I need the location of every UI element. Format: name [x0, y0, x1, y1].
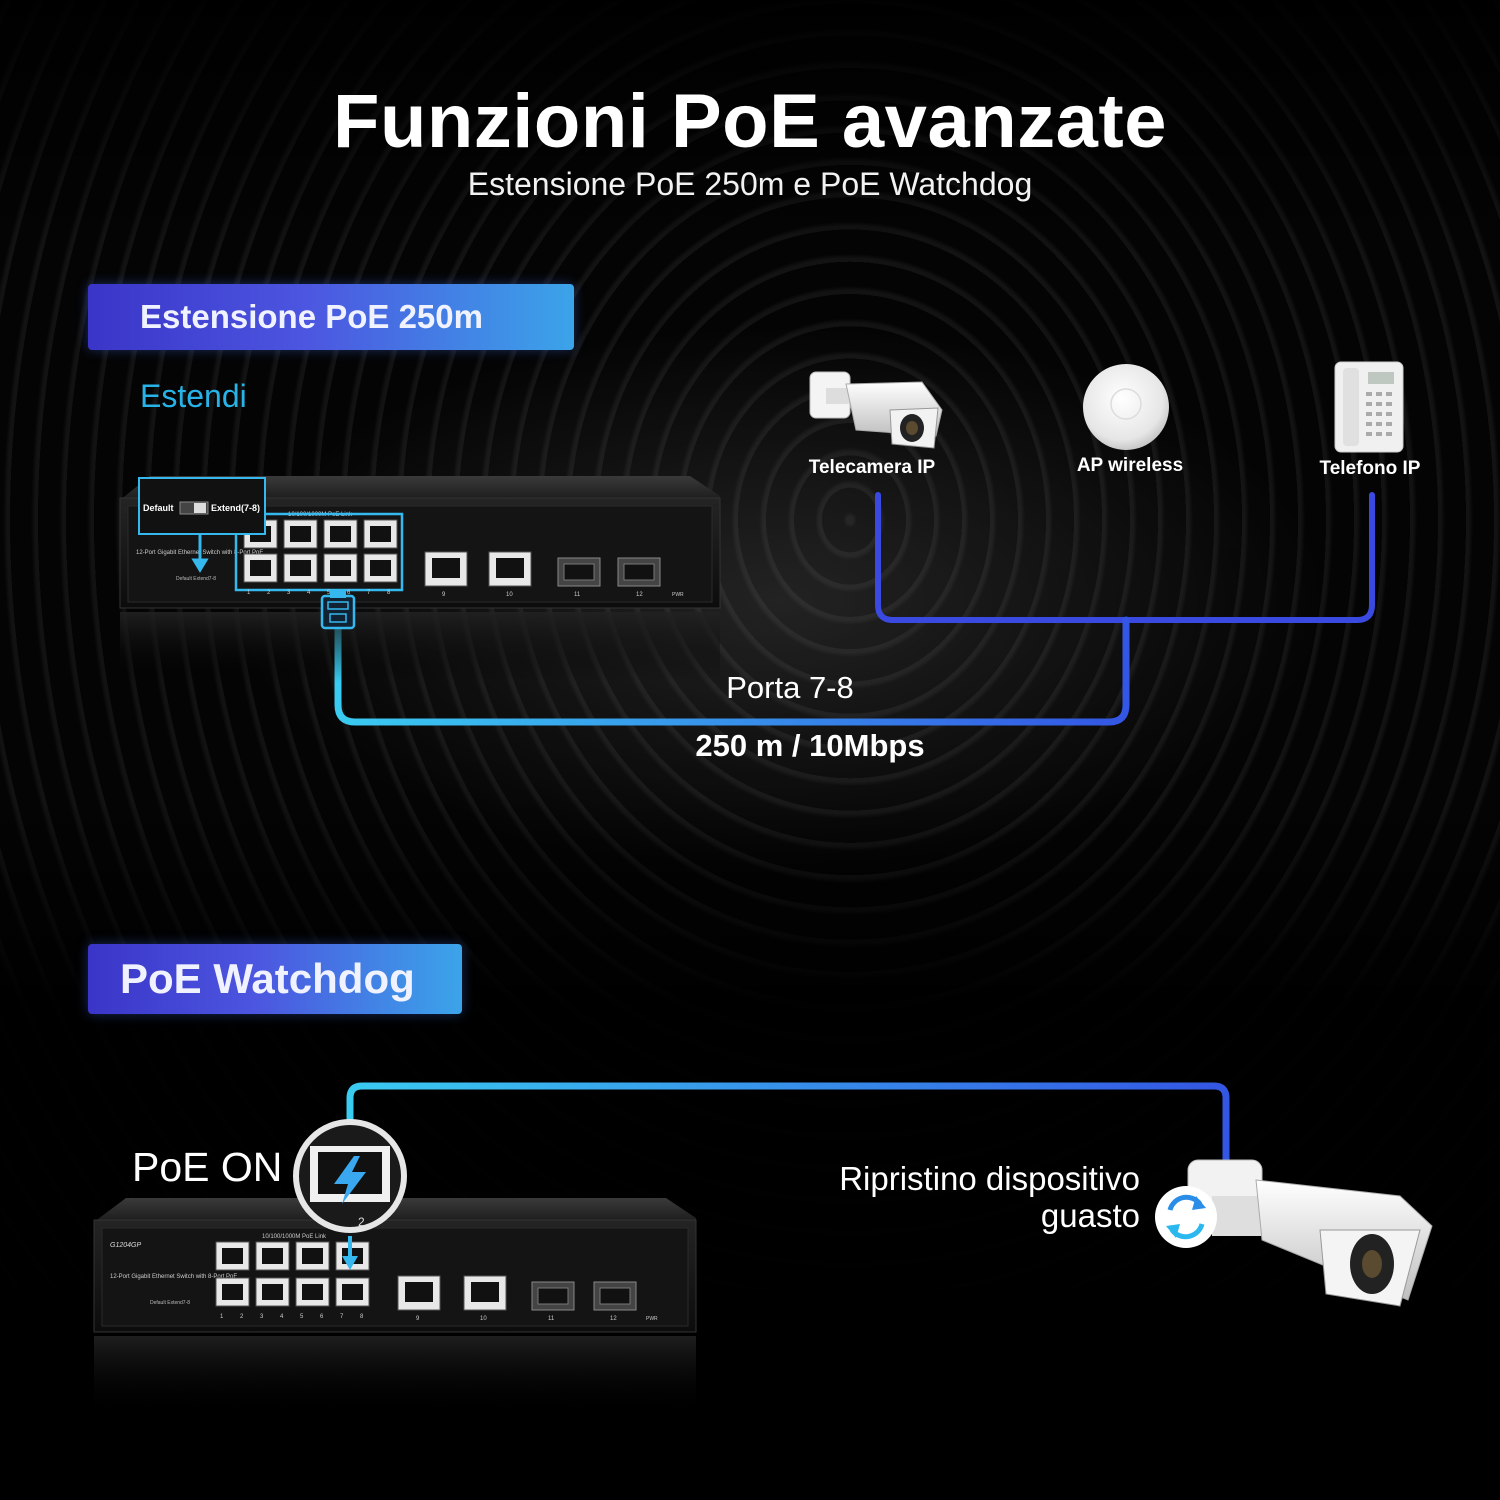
port-number: 2	[267, 590, 271, 596]
page-title: Funzioni PoE avanzate	[333, 79, 1167, 164]
extend-label: Estendi	[140, 378, 247, 414]
extension-banner: Estensione PoE 250m	[88, 284, 574, 350]
port-number: 4	[280, 1314, 284, 1320]
port-number: 1	[247, 590, 251, 596]
device-label-ap: AP wireless	[1076, 455, 1184, 476]
device-label-camera: Telecamera IP	[808, 457, 936, 478]
svg-text:10/100/1000M PoE Link: 10/100/1000M PoE Link	[262, 1234, 327, 1240]
poe-port-zoom: 2	[293, 1119, 407, 1270]
page-subtitle: Estensione PoE 250m e PoE Watchdog	[467, 166, 1033, 202]
port-number: 4	[307, 590, 311, 596]
port-number: 3	[260, 1314, 264, 1320]
svg-text:10: 10	[506, 592, 513, 598]
svg-text:10: 10	[480, 1316, 487, 1322]
port-number: 1	[220, 1314, 224, 1320]
watchdog-cable	[346, 1082, 1230, 1164]
watchdog-switch: G1204GP 12-Port Gigabit Ethernet Switch …	[93, 1198, 697, 1416]
port-number: 6	[320, 1314, 324, 1320]
toggle-default-label: Default	[143, 503, 174, 513]
rj45-plug-icon	[320, 590, 356, 630]
svg-text:12: 12	[636, 592, 643, 598]
port-number: 6	[347, 590, 351, 596]
svg-text:11: 11	[548, 1316, 555, 1322]
lightning-bolt-icon	[334, 1156, 366, 1204]
speed-label: 250 m / 10Mbps	[695, 728, 925, 763]
port-number: 3	[287, 590, 291, 596]
port-number: 7	[340, 1314, 344, 1320]
poe-on-label: PoE ON	[132, 1144, 283, 1190]
port-number: 8	[360, 1314, 364, 1320]
switch-mode-text: Default Extend7-8	[176, 576, 216, 582]
extension-cable	[334, 616, 1130, 726]
restore-icon	[1155, 1186, 1217, 1248]
port-number: 8	[387, 590, 391, 596]
port-block-highlight	[234, 512, 404, 592]
watchdog-banner: PoE Watchdog	[88, 944, 462, 1014]
port-number: 5	[300, 1314, 304, 1320]
svg-text:Default Extend7-8: Default Extend7-8	[150, 1300, 190, 1306]
port-number: 7	[367, 590, 371, 596]
svg-text:11: 11	[574, 592, 581, 598]
svg-text:9: 9	[442, 592, 446, 598]
device-label-phone: Telefono IP	[1319, 458, 1421, 479]
svg-text:PWR: PWR	[672, 592, 684, 598]
wireless-ap-icon	[1083, 364, 1169, 450]
port-label: Porta 7-8	[726, 670, 854, 705]
svg-text:12-Port Gigabit Ethernet Switc: 12-Port Gigabit Ethernet Switch with 8-P…	[110, 1274, 237, 1280]
restore-label-line2: guasto	[1040, 1197, 1140, 1234]
faulty-ip-camera-icon	[1187, 1159, 1433, 1307]
svg-text:9: 9	[416, 1316, 420, 1322]
ip-camera-icon	[809, 371, 943, 449]
svg-text:2: 2	[358, 1215, 365, 1229]
ip-phone-icon	[1334, 361, 1404, 453]
port-number: 5	[327, 590, 331, 596]
port-number: 2	[240, 1314, 244, 1320]
extend-toggle-callout: Default Extend(7-8)	[138, 477, 266, 573]
restore-label: Ripristino dispositivo guasto	[760, 1160, 1140, 1234]
toggle-extend-label: Extend(7-8)	[211, 503, 260, 513]
restore-label-line1: Ripristino dispositivo	[839, 1160, 1140, 1197]
svg-text:12: 12	[610, 1316, 617, 1322]
switch-model: G1204GP	[110, 1242, 141, 1249]
device-bus-cable	[875, 492, 1375, 623]
svg-text:PWR: PWR	[646, 1316, 658, 1322]
